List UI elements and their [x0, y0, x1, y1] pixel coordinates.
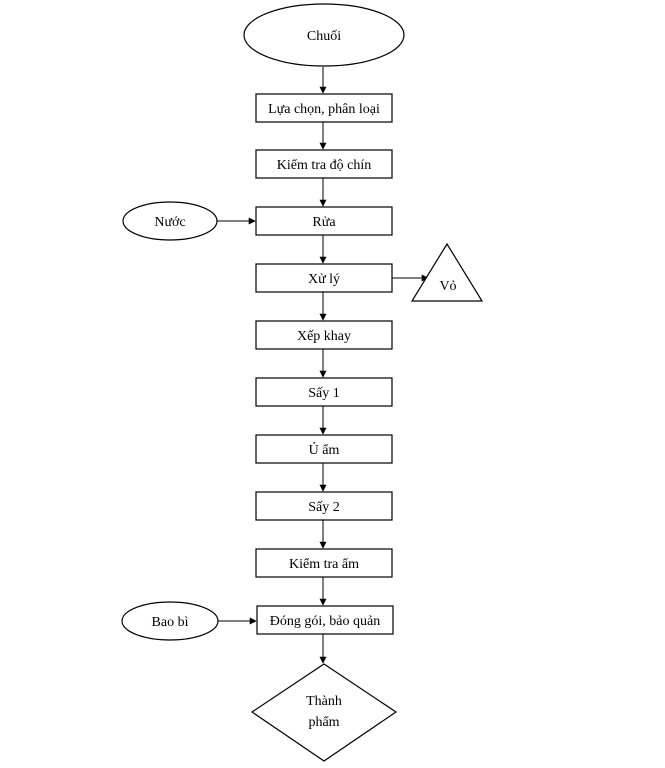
step-box [255, 149, 393, 179]
input-ellipse [121, 601, 219, 641]
step-label: Kiểm tra ẩm [289, 557, 359, 572]
step-box [255, 93, 393, 123]
step-box [255, 206, 393, 236]
step-label: Xử lý [308, 272, 340, 287]
end-label-line1: Thành [306, 694, 342, 709]
start-node: Chuối [243, 3, 405, 67]
step-9: Kiểm tra ẩm [255, 548, 393, 578]
step-box [255, 434, 393, 464]
step-label: Rửa [312, 215, 336, 230]
output-peel: Vỏ [410, 242, 484, 302]
start-ellipse [243, 3, 405, 67]
step-10: Đóng gói, bảo quản [256, 605, 394, 635]
end-diamond [250, 663, 398, 762]
step-2: Kiểm tra độ chín [255, 149, 393, 179]
step-label: Sấy 2 [308, 500, 340, 515]
step-label: Sấy 1 [308, 386, 340, 401]
step-7: Ủ ẩm [255, 434, 393, 464]
input-water: Nước [122, 201, 218, 241]
input-label: Nước [154, 215, 185, 230]
step-4: Xử lý [255, 263, 393, 293]
step-box [255, 377, 393, 407]
step-3: Rửa [255, 206, 393, 236]
step-label: Đóng gói, bảo quản [270, 614, 380, 629]
step-label: Xếp khay [297, 329, 351, 344]
end-label-line2: phẩm [308, 715, 339, 730]
step-box [255, 263, 393, 293]
input-packaging: Bao bì [121, 601, 219, 641]
step-box [255, 320, 393, 350]
end-node: Thành phẩm [250, 663, 398, 762]
output-label: Vỏ [439, 279, 456, 294]
step-box [256, 605, 394, 635]
connectors [216, 67, 429, 664]
step-1: Lựa chọn, phân loại [255, 93, 393, 123]
start-label: Chuối [307, 29, 341, 44]
step-box [255, 491, 393, 521]
step-5: Xếp khay [255, 320, 393, 350]
step-8: Sấy 2 [255, 491, 393, 521]
step-label: Ủ ẩm [309, 441, 340, 458]
step-box [255, 548, 393, 578]
input-ellipse [122, 201, 218, 241]
step-label: Lựa chọn, phân loại [268, 102, 380, 117]
step-label: Kiểm tra độ chín [277, 158, 371, 173]
output-triangle [410, 242, 484, 302]
input-label: Bao bì [152, 615, 189, 630]
step-6: Sấy 1 [255, 377, 393, 407]
